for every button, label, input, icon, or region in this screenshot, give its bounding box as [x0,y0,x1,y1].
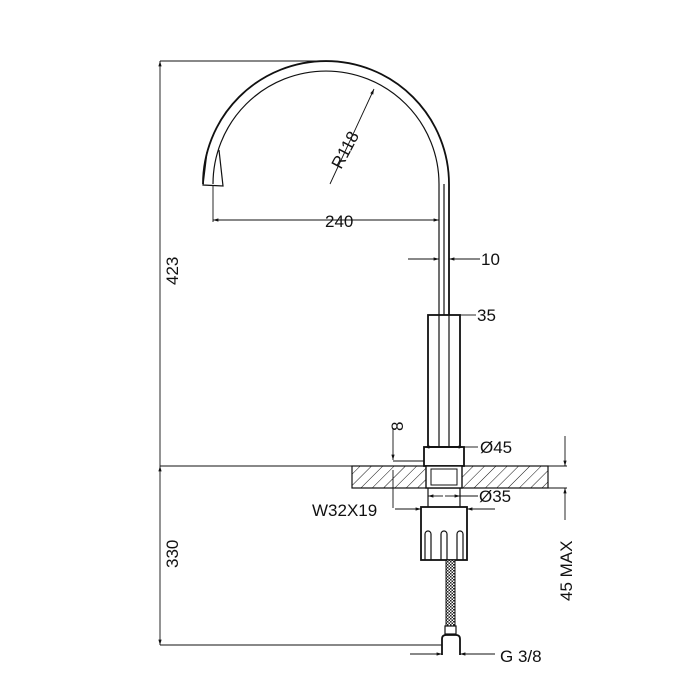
spout-tip [202,149,224,187]
dim-total-height: 423 [163,257,182,285]
base-ring [423,446,465,467]
dim-connection: G 3/8 [500,647,542,666]
dim-spout-reach: 240 [325,212,353,231]
supply-hose [441,559,461,655]
dim-pipe-diameter: 10 [481,250,500,269]
dim-body-offset: 35 [477,306,496,325]
faucet-body [423,314,465,467]
dim-base-diameter: Ø45 [480,438,512,457]
spout [202,60,450,315]
countertop [351,465,549,489]
dim-base-height: 8 [388,422,407,431]
dim-hole-diameter: Ø35 [479,487,511,506]
hose-fitting [441,634,461,655]
dim-counter-thickness: 45 MAX [557,541,576,601]
dim-under-counter: 330 [163,540,182,568]
dim-nut-size: W32X19 [312,501,377,520]
dimension-lines [158,60,567,656]
dim-spout-radius: R118 [328,128,363,172]
mounting-nut [420,488,468,561]
